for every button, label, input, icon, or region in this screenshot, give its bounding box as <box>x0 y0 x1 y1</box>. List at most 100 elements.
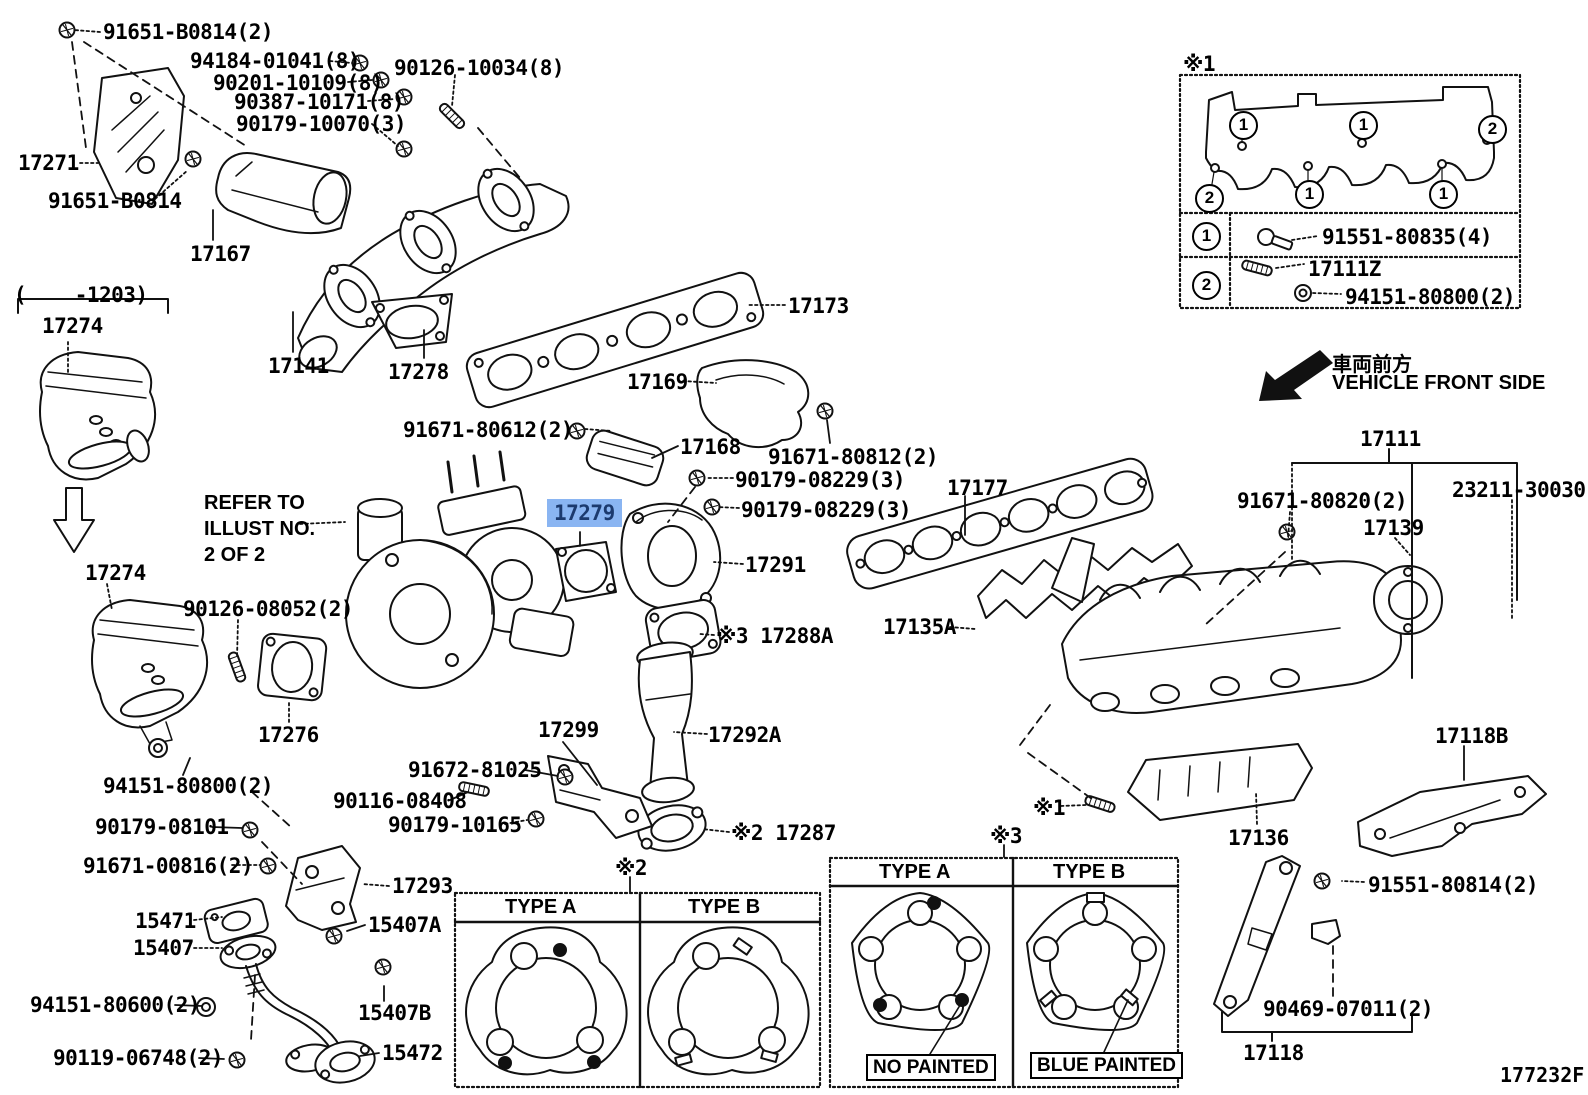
part-17141[interactable]: 17141 <box>268 354 329 378</box>
drawing-17291-outlet-elbow <box>620 502 722 611</box>
note1-callout-bottom-1b: 1 <box>1429 180 1458 209</box>
note3-marker[interactable]: ※3 <box>990 824 1023 848</box>
leader-lines <box>67 29 1513 949</box>
part-15407B[interactable]: 15407B <box>358 1001 431 1025</box>
part-17299[interactable]: 17299 <box>538 718 599 742</box>
part-23211-30030[interactable]: 23211-30030 <box>1452 478 1586 502</box>
part-91672-81025[interactable]: 91672-81025 <box>408 758 542 782</box>
note1-legend-num-2: 2 <box>1192 271 1221 300</box>
drawing-17278-gasket <box>371 293 453 349</box>
part-17173[interactable]: 17173 <box>788 294 849 318</box>
note1-callout-bottom-1a: 1 <box>1295 180 1324 209</box>
note3-type-a: TYPE A <box>879 861 951 883</box>
drawing-17293-bracket <box>285 845 361 931</box>
part-90179-08229-3-b[interactable]: 90179-08229(3) <box>741 498 912 522</box>
drawing-17169-shield <box>696 359 810 449</box>
part-17118[interactable]: 17118 <box>1243 1041 1304 1065</box>
drawing-17299-bracket <box>547 755 653 839</box>
drawing-17274-upper-elbow <box>39 351 157 481</box>
note1-marker[interactable]: ※1 <box>1183 52 1216 76</box>
part-90126-08052-2[interactable]: 90126-08052(2) <box>183 597 354 621</box>
note1-box <box>1178 73 1522 310</box>
note1-legend-part-94151-80800-2[interactable]: 94151-80800(2) <box>1345 285 1516 309</box>
part-17278[interactable]: 17278 <box>388 360 449 384</box>
drawing-17177-intake-gasket <box>846 457 1154 590</box>
part-90179-08229-3-a[interactable]: 90179-08229(3) <box>735 468 906 492</box>
drawing-17136-insulator <box>1127 743 1313 821</box>
refer-note-line1: REFER TO <box>204 492 305 514</box>
assembly-dashed-lines <box>71 41 1334 1041</box>
part-17135A[interactable]: 17135A <box>883 615 956 639</box>
part-15472[interactable]: 15472 <box>382 1041 443 1065</box>
range-note[interactable]: ( -1203) <box>14 283 148 307</box>
part-90179-10165[interactable]: 90179-10165 <box>388 813 522 837</box>
part-94151-80800-2[interactable]: 94151-80800(2) <box>103 774 274 798</box>
part-17287[interactable]: ※2 17287 <box>731 821 836 845</box>
note3-tag-blue-painted: BLUE PAINTED <box>1030 1052 1183 1079</box>
part-17288A[interactable]: ※3 17288A <box>716 624 834 648</box>
drawing-17276-gasket <box>257 632 328 702</box>
part-90116-08408[interactable]: 90116-08408 <box>333 789 467 813</box>
part-17136[interactable]: 17136 <box>1228 826 1289 850</box>
part-15407[interactable]: 15407 <box>133 936 194 960</box>
part-17279-highlighted[interactable]: 17279 <box>547 499 622 527</box>
drawing-17271-heat-shield <box>93 67 185 205</box>
part-90201-10109-8[interactable]: 90201-10109(8) <box>213 71 384 95</box>
part-17169[interactable]: 17169 <box>627 370 688 394</box>
part-17111-bracket <box>1291 448 1518 679</box>
note2-marker[interactable]: ※2 <box>615 856 648 880</box>
part-17167[interactable]: 17167 <box>190 242 251 266</box>
note1-ref-marker[interactable]: ※1 <box>1033 796 1066 820</box>
refer-note-line2: ILLUST NO. <box>204 518 316 540</box>
drawing-17279-gasket <box>555 541 617 602</box>
part-17276[interactable]: 17276 <box>258 723 319 747</box>
part-17291[interactable]: 17291 <box>745 553 806 577</box>
note1-callout-top-1b: 1 <box>1349 111 1378 140</box>
note3-type-b: TYPE B <box>1053 861 1126 883</box>
part-91651-B0814[interactable]: 91651-B0814 <box>48 189 182 213</box>
note1-legend-part-17111Z[interactable]: 17111Z <box>1308 257 1381 281</box>
part-17168[interactable]: 17168 <box>680 435 741 459</box>
drawing-17287-gasket <box>637 804 707 852</box>
part-15471[interactable]: 15471 <box>135 909 196 933</box>
part-90387-10171-8[interactable]: 90387-10171(8) <box>234 90 405 114</box>
note1-callout-top-2: 2 <box>1478 115 1507 144</box>
drawing-15472-gasket <box>314 1040 376 1084</box>
part-17274-lower[interactable]: 17274 <box>85 561 146 585</box>
part-91671-80612-2[interactable]: 91671-80612(2) <box>403 418 574 442</box>
diagram-code: 177232F <box>1500 1063 1585 1087</box>
part-17271[interactable]: 17271 <box>18 151 79 175</box>
part-91671-80812-2[interactable]: 91671-80812(2) <box>768 445 939 469</box>
part-91671-00816-2[interactable]: 91671-00816(2) <box>83 854 254 878</box>
part-91651-B0814-2[interactable]: 91651-B0814(2) <box>103 20 274 44</box>
note1-legend-num-1: 1 <box>1192 222 1221 251</box>
part-17292A[interactable]: 17292A <box>708 723 781 747</box>
down-arrow-outline <box>53 487 95 553</box>
part-17111[interactable]: 17111 <box>1360 427 1421 451</box>
part-90179-10070-3[interactable]: 90179-10070(3) <box>236 112 407 136</box>
part-94184-01041-8[interactable]: 94184-01041(8) <box>190 49 361 73</box>
drawing-17118B-bracket <box>1357 775 1547 857</box>
note2-type-a: TYPE A <box>505 896 577 918</box>
note1-callout-top-1a: 1 <box>1229 111 1258 140</box>
part-90469-07011-2[interactable]: 90469-07011(2) <box>1263 997 1434 1021</box>
part-17274-upper[interactable]: 17274 <box>42 314 103 338</box>
note3-tag-no-painted: NO PAINTED <box>866 1054 996 1081</box>
part-17139[interactable]: 17139 <box>1363 516 1424 540</box>
part-17118B[interactable]: 17118B <box>1435 724 1508 748</box>
part-90126-10034-8[interactable]: 90126-10034(8) <box>394 56 565 80</box>
drawing-17111-intake-manifold <box>1051 537 1443 714</box>
note3-box <box>828 856 1180 1089</box>
note1-legend-part-91551-80835-4[interactable]: 91551-80835(4) <box>1322 225 1493 249</box>
part-90119-06748-2[interactable]: 90119-06748(2) <box>53 1046 224 1070</box>
front-side-en: VEHICLE FRONT SIDE <box>1332 372 1546 394</box>
part-91551-80814-2[interactable]: 91551-80814(2) <box>1368 873 1539 897</box>
part-15407A[interactable]: 15407A <box>368 913 441 937</box>
part-90179-08101[interactable]: 90179-08101 <box>95 815 229 839</box>
part-94151-80600-2[interactable]: 94151-80600(2) <box>30 993 201 1017</box>
part-91671-80820-2[interactable]: 91671-80820(2) <box>1237 489 1408 513</box>
part-17293[interactable]: 17293 <box>392 874 453 898</box>
part-17177[interactable]: 17177 <box>947 476 1008 500</box>
